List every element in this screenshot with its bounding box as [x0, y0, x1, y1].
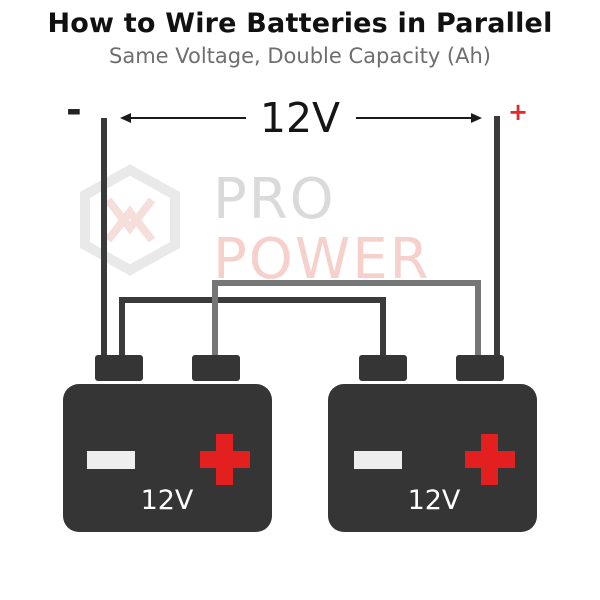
battery-1-positive-terminal	[192, 355, 240, 381]
battery-2-plus-icon	[465, 434, 515, 485]
page-subtitle: Same Voltage, Double Capacity (Ah)	[109, 44, 491, 68]
battery-2-positive-terminal	[456, 355, 504, 381]
voltage-arrow-right-icon	[356, 113, 482, 123]
positive-jumper-wire	[212, 280, 481, 358]
negative-jumper-wire	[119, 297, 386, 358]
watermark-text-line2: POWER	[213, 227, 431, 292]
battery-2	[328, 355, 537, 532]
battery-1-minus-icon	[87, 451, 135, 469]
battery-1-plus-icon	[200, 434, 250, 485]
battery-2-minus-icon	[354, 451, 402, 469]
watermark-logo-icon	[80, 164, 180, 276]
watermark-text-line1: PRO	[213, 167, 336, 232]
battery-1-body	[63, 384, 272, 532]
battery-2-negative-terminal	[359, 355, 407, 381]
combined-voltage-label: 12V	[259, 94, 341, 142]
voltage-arrow-left-icon	[120, 113, 246, 123]
positive-symbol: +	[508, 98, 529, 126]
page-title: How to Wire Batteries in Parallel	[47, 8, 553, 39]
battery-2-label: 12V	[407, 485, 461, 516]
negative-symbol: -	[66, 88, 82, 132]
battery-1	[63, 355, 272, 532]
battery-1-label: 12V	[140, 485, 194, 516]
battery-1-negative-terminal	[95, 355, 143, 381]
battery-2-body	[328, 384, 537, 532]
